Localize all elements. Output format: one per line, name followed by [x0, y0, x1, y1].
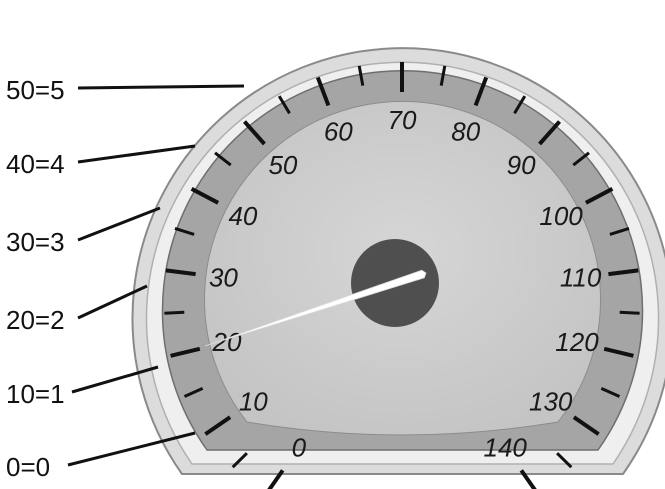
- callout-leader-line: [78, 146, 195, 162]
- minor-tick: [164, 312, 184, 313]
- callout-label: 0=0: [6, 452, 50, 482]
- scale-number: 130: [529, 386, 573, 416]
- scale-number: 30: [209, 263, 238, 293]
- callout-label: 30=3: [6, 227, 65, 257]
- scale-number: 60: [324, 117, 353, 147]
- scale-number: 100: [539, 201, 583, 231]
- scale-number: 120: [555, 327, 599, 357]
- scale-number: 70: [388, 105, 417, 135]
- callout-leader-line: [78, 86, 244, 88]
- callout-label: 50=5: [6, 75, 65, 105]
- scale-number: 10: [239, 386, 268, 416]
- scale-number: 50: [268, 150, 297, 180]
- callout-label: 20=2: [6, 305, 65, 335]
- scale-number: 110: [560, 263, 602, 293]
- callout-4: 40=4: [6, 146, 195, 179]
- scale-number: 0: [292, 432, 307, 462]
- callout-5: 50=5: [6, 75, 244, 105]
- scale-number: 140: [484, 432, 528, 462]
- callout-label: 40=4: [6, 149, 65, 179]
- callout-2: 20=2: [6, 286, 147, 335]
- callout-0: 0=0: [6, 433, 195, 482]
- scale-number: 90: [507, 150, 536, 180]
- scale-number: 80: [451, 117, 480, 147]
- callout-label: 10=1: [6, 379, 65, 409]
- minor-tick: [620, 312, 640, 313]
- scale-number: 40: [228, 201, 257, 231]
- callout-1: 10=1: [6, 367, 158, 409]
- callout-3: 30=3: [6, 208, 160, 257]
